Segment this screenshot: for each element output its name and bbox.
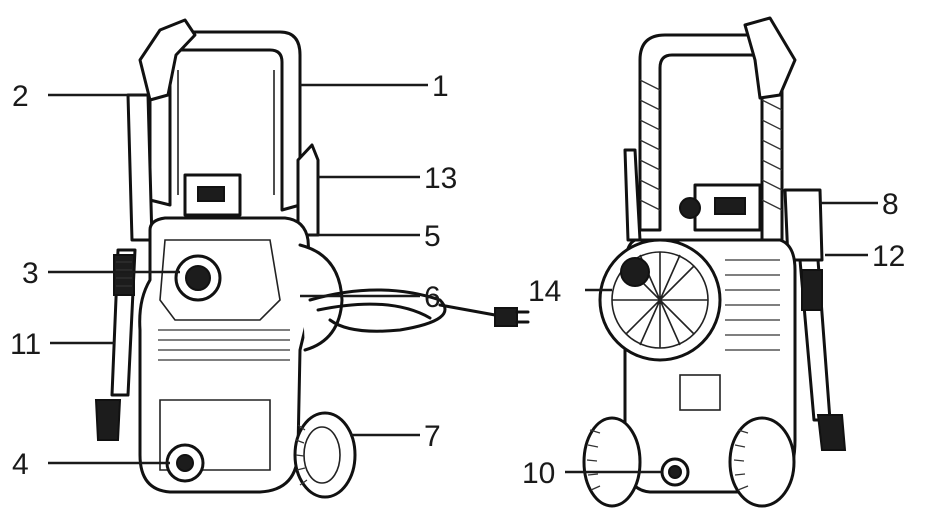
wheel-rear-right (728, 416, 796, 508)
callout-11: 11 (10, 328, 41, 361)
callout-14: 14 (528, 275, 561, 308)
nozzle-tip (94, 399, 122, 441)
callout-12: 12 (872, 240, 905, 273)
wheel-rear-left (582, 416, 642, 508)
leader-lines (48, 83, 878, 474)
callout-1: 1 (432, 70, 449, 103)
power-cable (308, 288, 447, 333)
front-view-machine (94, 18, 530, 499)
callout-10: 10 (522, 457, 555, 490)
power-plug (494, 307, 518, 327)
callout-13: 13 (424, 162, 457, 195)
main-body (138, 216, 314, 494)
callout-3: 3 (22, 257, 39, 290)
callout-4: 4 (12, 448, 29, 481)
spray-gun-holder (783, 188, 824, 262)
callout-2: 2 (12, 80, 29, 113)
callout-labels: 1 2 13 5 3 6 11 7 4 8 12 14 10 (10, 70, 905, 490)
callout-5: 5 (424, 220, 441, 253)
detergent-bottle (296, 143, 320, 237)
callout-8: 8 (882, 188, 899, 221)
callout-7: 7 (424, 420, 441, 453)
spray-gun (138, 18, 197, 102)
callout-6: 6 (424, 281, 441, 314)
rear-view-machine (582, 16, 847, 508)
